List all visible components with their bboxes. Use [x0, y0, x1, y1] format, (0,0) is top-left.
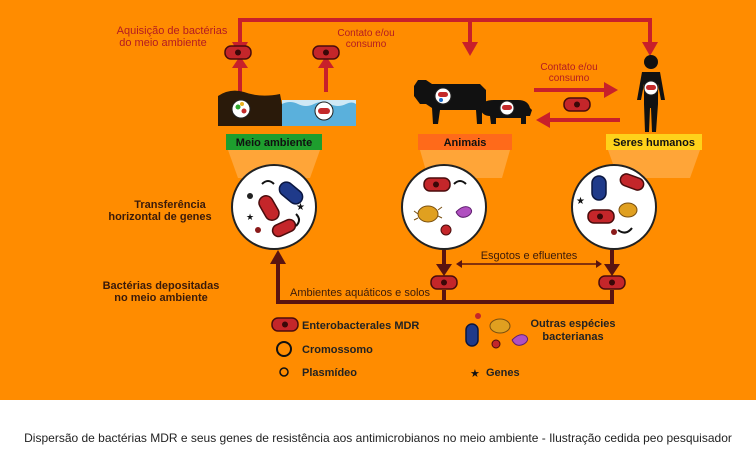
mdr-bacterium-top-left	[224, 45, 252, 60]
contact-right-label-line2: consumo	[549, 73, 590, 84]
arrowheads-bottom	[270, 250, 620, 276]
aquatic-label: Ambientes aquáticos e solos	[290, 287, 431, 299]
svg-text:Outras espécies: Outras espécies	[531, 318, 616, 330]
contact-top-label-line1: Contato e/ou	[337, 28, 394, 39]
acquisition-arrows	[238, 18, 652, 92]
zoom-circle-animals	[401, 164, 487, 250]
caption-bar: Dispersão de bactérias MDR e seus genes …	[0, 400, 756, 470]
contact-top-label-line2: consumo	[346, 39, 387, 50]
svg-text:★: ★	[576, 196, 585, 207]
mdr-bacterium-humans-output	[598, 275, 626, 290]
svg-text:Enterobacterales MDR: Enterobacterales MDR	[302, 320, 419, 332]
acquisition-label-line2: do meio ambiente	[119, 37, 206, 49]
svg-text:Meio ambiente: Meio ambiente	[236, 137, 312, 149]
contact-arrows	[534, 88, 620, 122]
legend-other-species: Outras espécies bacterianas	[465, 313, 616, 349]
svg-text:★: ★	[470, 368, 480, 380]
deposited-label-line1: Bactérias depositadas	[103, 280, 220, 292]
mdr-bacterium-animals-output	[430, 275, 458, 290]
acquisition-label-line1: Aquisição de bactérias	[117, 25, 228, 37]
box-environment: Meio ambiente	[226, 134, 322, 150]
box-humans: Seres humanos	[606, 134, 702, 150]
legend: Enterobacterales MDR Cromossomo Plasmíde…	[271, 313, 616, 380]
figure-caption: Dispersão de bactérias MDR e seus genes …	[24, 431, 732, 445]
svg-text:★: ★	[296, 202, 305, 213]
cow-silhouette	[414, 80, 486, 124]
svg-text:Plasmídeo: Plasmídeo	[302, 367, 357, 379]
zoom-circle-environment: ★ ★	[231, 164, 317, 250]
contact-right-label-line1: Contato e/ou	[540, 62, 597, 73]
mdr-bacterium-contact	[563, 97, 591, 112]
zoom-circle-humans: ★	[571, 164, 657, 250]
hgt-label-line1: Transferência	[134, 199, 206, 211]
mdr-bacterium-top-mid	[312, 45, 340, 60]
sewage-label: Esgotos e efluentes	[481, 250, 578, 262]
svg-text:Animais: Animais	[444, 137, 487, 149]
legend-chromosome: Cromossomo	[276, 341, 373, 357]
svg-text:Genes: Genes	[486, 367, 520, 379]
svg-text:Cromossomo: Cromossomo	[302, 344, 373, 356]
legend-mdr: Enterobacterales MDR	[271, 317, 419, 332]
svg-text:bacterianas: bacterianas	[542, 331, 603, 343]
svg-text:★: ★	[246, 212, 254, 222]
hgt-label-line2: horizontal de genes	[108, 211, 211, 223]
legend-plasmid: Plasmídeo	[279, 367, 357, 379]
sewage-arrow	[456, 260, 602, 268]
svg-text:Seres humanos: Seres humanos	[613, 137, 695, 149]
deposited-label-line2: no meio ambiente	[114, 292, 208, 304]
resistance-spread-diagram: Aquisição de bactérias do meio ambiente …	[103, 18, 702, 380]
environment-scene	[218, 90, 356, 126]
legend-genes: ★ Genes	[470, 367, 520, 380]
box-animals: Animais	[418, 134, 512, 150]
